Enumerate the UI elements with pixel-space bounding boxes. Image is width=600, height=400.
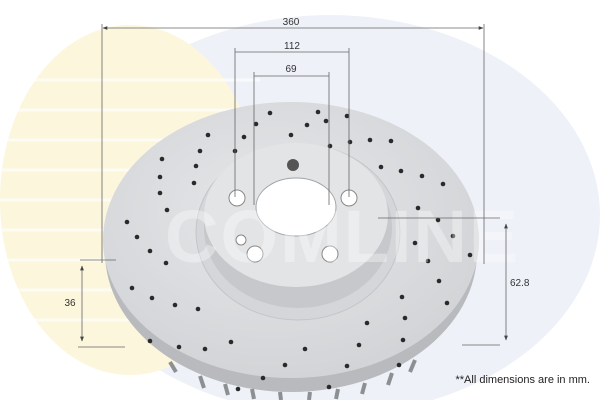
locating-hole <box>287 159 299 171</box>
drilled-hole <box>129 285 135 291</box>
drilled-hole <box>396 362 402 368</box>
drilled-hole <box>436 278 442 284</box>
dimension-thickness: 36 <box>64 298 76 309</box>
drilled-hole <box>326 384 332 390</box>
drilled-hole <box>195 306 201 312</box>
drilled-hole <box>419 173 425 179</box>
drilled-hole <box>157 190 163 196</box>
drilled-hole <box>241 134 247 140</box>
drilled-hole <box>235 386 241 392</box>
drilled-hole <box>159 156 165 162</box>
drilled-hole <box>344 113 350 119</box>
drilled-hole <box>147 248 153 254</box>
drilled-hole <box>399 294 405 300</box>
drilled-hole <box>400 337 406 343</box>
drilled-hole <box>450 233 456 239</box>
units-footnote: **All dimensions are in mm. <box>455 374 591 386</box>
drilled-hole <box>364 320 370 326</box>
drilled-hole <box>315 109 321 115</box>
drilled-hole <box>467 252 473 258</box>
drilled-hole <box>164 207 170 213</box>
dimension-center-bore: 69 <box>285 64 297 75</box>
dimension-lines <box>78 24 508 348</box>
drilled-hole <box>356 342 362 348</box>
drilled-hole <box>444 300 450 306</box>
drilled-hole <box>260 375 266 381</box>
drilled-hole <box>412 240 418 246</box>
bolt-hole <box>246 245 264 263</box>
drilled-hole <box>157 174 163 180</box>
drilled-hole <box>147 338 153 344</box>
drilled-hole <box>344 363 350 369</box>
watermark-text: COMLINE <box>165 195 520 278</box>
brake-disc: COMLINE <box>103 102 520 400</box>
drilled-hole <box>197 148 203 154</box>
vent-slots <box>168 359 417 400</box>
dimension-bolt-circle: 112 <box>284 41 300 52</box>
drilled-holes <box>124 109 473 392</box>
drilled-hole <box>327 143 333 149</box>
drilled-hole <box>367 137 373 143</box>
dimension-height: 62.8 <box>510 278 530 289</box>
drilled-hole <box>402 315 408 321</box>
drilled-hole <box>267 110 273 116</box>
drilled-hole <box>193 163 199 169</box>
drilled-hole <box>347 139 353 145</box>
drilled-hole <box>435 217 441 223</box>
drilled-hole <box>304 122 310 128</box>
drilled-hole <box>288 132 294 138</box>
locating-hole <box>235 234 247 246</box>
drilled-hole <box>124 219 130 225</box>
drilled-hole <box>176 344 182 350</box>
drilled-hole <box>163 260 169 266</box>
drilled-hole <box>191 180 197 186</box>
dimension-outer-diameter: 360 <box>283 17 300 28</box>
drilled-hole <box>134 234 140 240</box>
bolt-hole <box>321 245 339 263</box>
drilled-hole <box>388 138 394 144</box>
drilled-hole <box>425 258 431 264</box>
center-bore <box>255 177 337 237</box>
drilled-hole <box>398 168 404 174</box>
drilled-hole <box>253 121 259 127</box>
drilled-hole <box>440 181 446 187</box>
drilled-hole <box>323 118 329 124</box>
drilled-hole <box>202 346 208 352</box>
drilled-hole <box>172 302 178 308</box>
drilled-hole <box>205 132 211 138</box>
drilled-hole <box>228 339 234 345</box>
drilled-hole <box>415 205 421 211</box>
drilled-hole <box>302 346 308 352</box>
bolt-hole <box>228 189 246 207</box>
drilled-hole <box>282 362 288 368</box>
drilled-hole <box>149 295 155 301</box>
drilled-hole <box>378 164 384 170</box>
